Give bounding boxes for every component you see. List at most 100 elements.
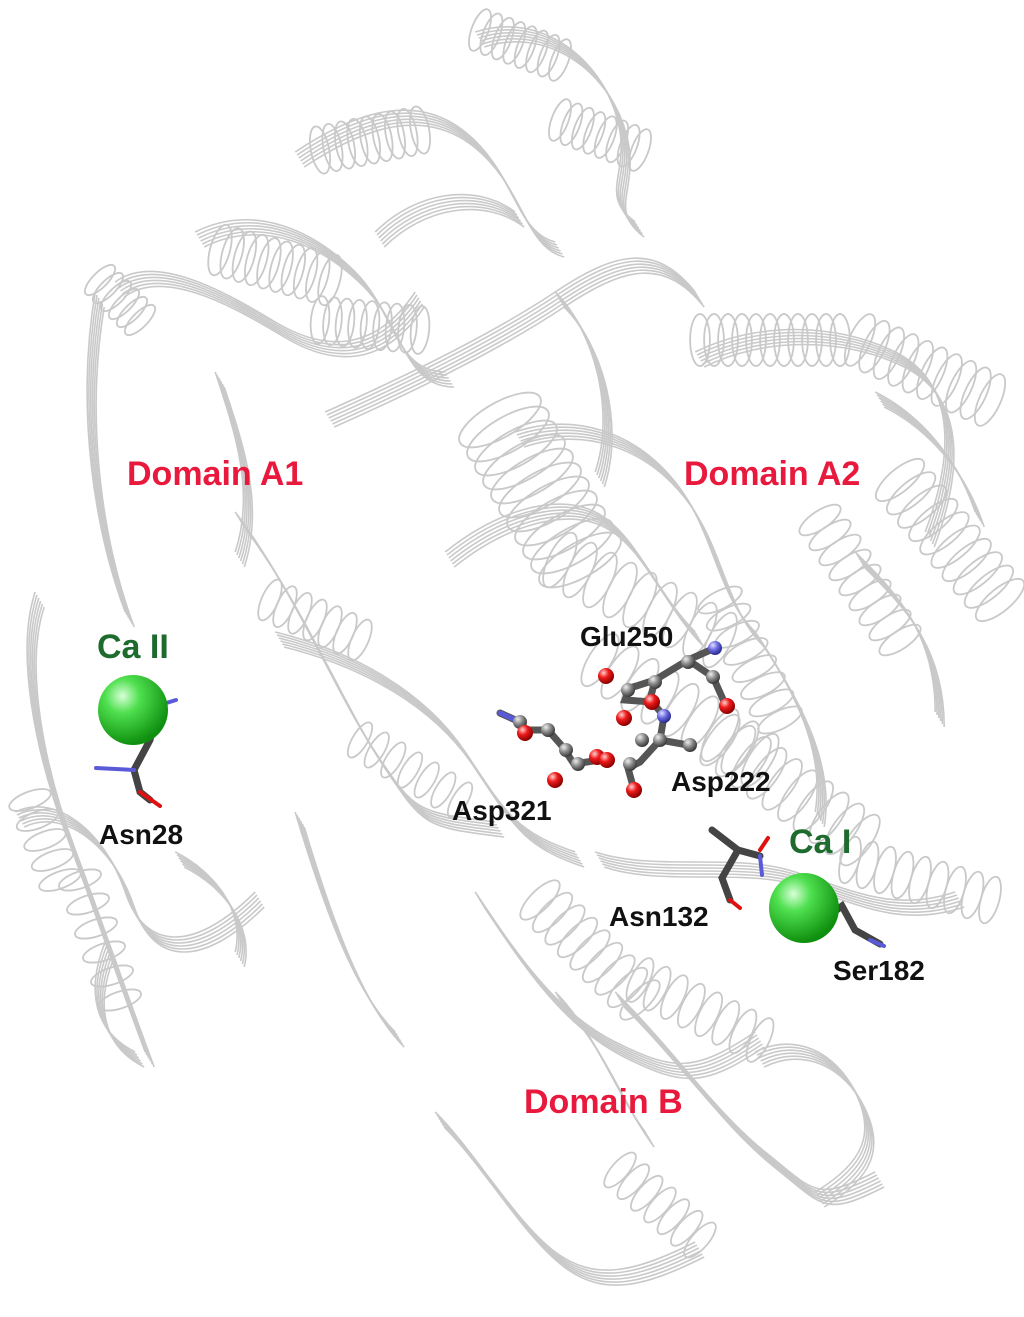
oxygen-atom xyxy=(626,782,642,798)
helix-coil-turn xyxy=(446,781,474,819)
helix-coil-turn xyxy=(619,979,661,1021)
ribbon-strand xyxy=(332,269,704,425)
ribbon-strand xyxy=(243,526,505,838)
helix-coil-turn xyxy=(629,1174,664,1212)
helix-coil-turn xyxy=(268,240,294,293)
helix-coil-turn xyxy=(556,916,599,959)
helix-coil-turn xyxy=(458,391,542,449)
helix-coil-turn xyxy=(746,747,788,800)
helix-coil-turn xyxy=(90,964,134,988)
helix-coil-turn xyxy=(347,299,368,349)
helix-coil-turn xyxy=(231,230,258,283)
helix-coil-turn xyxy=(321,122,344,173)
helix-coil-turn xyxy=(722,637,769,666)
helix-coil-turn xyxy=(570,106,595,151)
helix-coil-turn xyxy=(886,471,937,516)
residue-atoms xyxy=(513,641,735,798)
ribbon-strand xyxy=(98,947,140,1059)
helix-coil-turn xyxy=(256,237,282,290)
helix-coil-turn xyxy=(625,957,655,1003)
protein-ribbon-backbone xyxy=(8,8,1024,1286)
helix-coil-turn xyxy=(792,780,834,833)
helix-coil-turn xyxy=(292,247,319,300)
calcium-ion-ii-label: Ca II xyxy=(97,628,169,666)
helix-coil-turn xyxy=(839,813,881,867)
helix-coil-turn xyxy=(868,608,912,642)
helix-coil-turn xyxy=(606,966,649,1009)
ribbon-strand xyxy=(703,343,955,548)
domain-b-label: Domain B xyxy=(524,1083,683,1121)
helix-coil-turn xyxy=(346,117,369,168)
helix-coil-turn xyxy=(745,313,767,367)
helix-coil-turn xyxy=(380,741,407,779)
helix-coil-turn xyxy=(823,802,866,856)
helix-coil-turn xyxy=(773,313,795,367)
helix-coil-turn xyxy=(703,313,725,367)
helix-coil-turn xyxy=(603,1151,637,1189)
helix-coil-turn xyxy=(848,578,892,612)
helix-coil-turn xyxy=(582,551,618,609)
helix-coil-turn xyxy=(616,1163,651,1201)
helix-coil-turn xyxy=(83,263,117,297)
ribbon-strand xyxy=(296,112,558,246)
helix-coil-turn xyxy=(396,751,424,789)
helix-coil-turn xyxy=(818,533,862,567)
oxygen-atom xyxy=(644,694,660,710)
residue-label-asn132: Asn132 xyxy=(609,901,709,932)
helix-coil-turn xyxy=(930,353,963,407)
carbon-atom xyxy=(683,738,697,752)
helix-coil-turn xyxy=(873,845,897,895)
helix-coil-turn xyxy=(372,301,393,352)
helix-coil-turn xyxy=(787,313,809,367)
carbon-atom xyxy=(621,683,635,697)
helix-coil-turn xyxy=(748,688,795,718)
ribbon-strand xyxy=(696,331,948,536)
ribbon-strand xyxy=(381,205,523,245)
ribbon-strand xyxy=(121,282,424,355)
ribbon-strand xyxy=(380,202,522,242)
helix-coil-turn xyxy=(798,503,842,537)
helix-coil-turn xyxy=(347,618,373,662)
helix-coil-turn xyxy=(808,518,852,552)
helix-coil-turn xyxy=(705,602,752,632)
helix-coil-turn xyxy=(396,107,419,158)
helix-coil-turn xyxy=(66,892,110,916)
helix-coil-turn xyxy=(115,295,149,329)
helix-coil-turn xyxy=(878,623,922,657)
helix-coil-turn xyxy=(334,120,356,170)
ribbon-strand xyxy=(883,406,985,528)
helix-coil-turn xyxy=(519,879,561,921)
helix-coil-turn xyxy=(731,313,753,367)
helix-coil-turn xyxy=(359,300,381,350)
helix-coil-turn xyxy=(531,891,574,934)
helix-coil-turn xyxy=(702,611,738,669)
helix-coil-turn xyxy=(498,461,582,519)
ribbon-strand xyxy=(333,272,705,428)
helix-coil-turn xyxy=(30,848,75,872)
ribbon-strand xyxy=(474,26,636,223)
helix-coil-turn xyxy=(974,577,1024,623)
helix-coil-turn xyxy=(397,304,418,354)
helix-coil-turn xyxy=(123,303,157,337)
helix-coil-turn xyxy=(548,38,572,82)
helix-coil-turn xyxy=(959,366,992,421)
ribbon-strand xyxy=(328,263,700,419)
helix-coil-turn xyxy=(815,313,837,367)
helix-coil-turn xyxy=(677,982,706,1029)
helix-coil-turn xyxy=(384,110,406,160)
ribbon-strand xyxy=(558,297,608,479)
helix-coil-turn xyxy=(829,313,851,367)
carbon-atom xyxy=(559,743,573,757)
helix-coil-turn xyxy=(569,929,611,971)
residue-label-ser182: Ser182 xyxy=(833,955,925,986)
ribbon-strand xyxy=(563,306,613,488)
helix-coil-turn xyxy=(280,243,306,297)
helix-coil-turn xyxy=(309,295,331,345)
helix-coil-turn xyxy=(8,788,52,812)
oxygen-atom xyxy=(599,752,615,768)
helix-coil-turn xyxy=(916,346,949,401)
residue-label-asp321: Asp321 xyxy=(452,795,552,826)
ribbon-strand xyxy=(700,337,952,542)
helix-coil-turn xyxy=(474,419,558,477)
helix-coil-turn xyxy=(513,25,538,69)
